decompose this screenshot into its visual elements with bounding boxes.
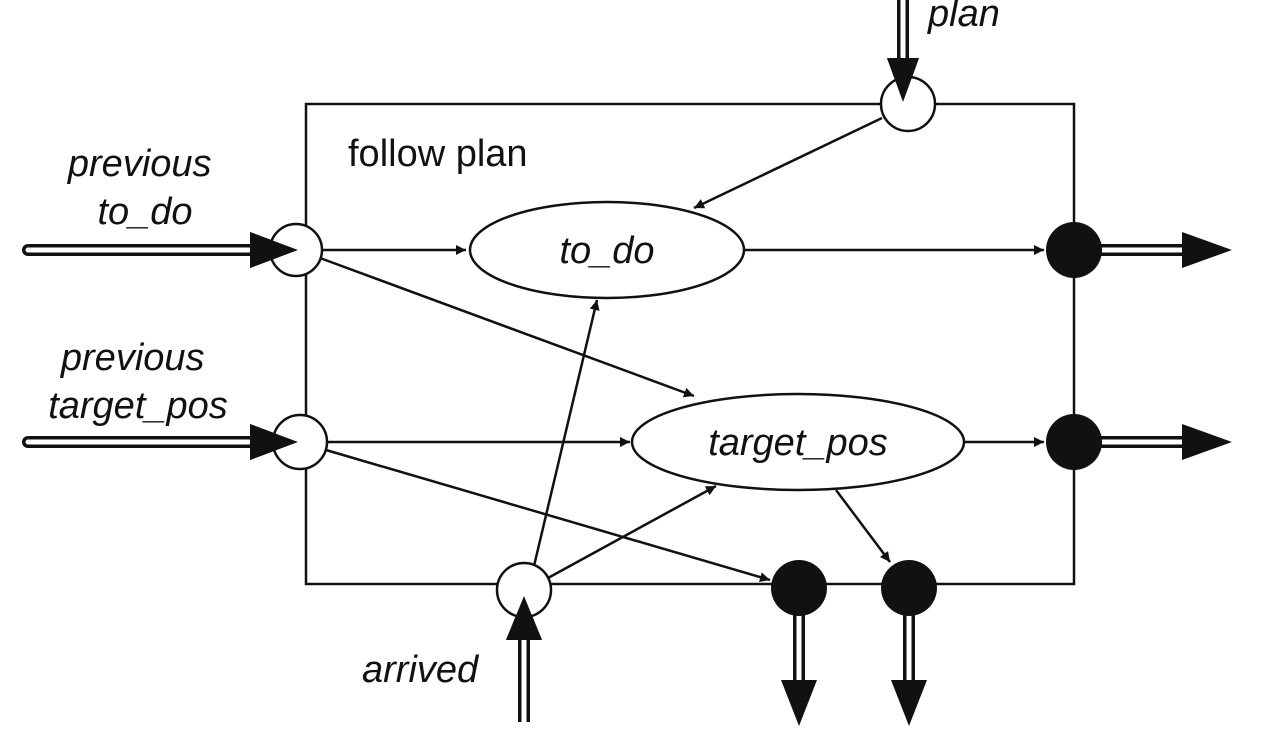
arrived-label: arrived (362, 649, 480, 691)
edge-arrived-to-targetpos (547, 484, 717, 580)
output-port-to-do (1046, 222, 1102, 278)
previous-target-pos-arrowhead (250, 424, 298, 460)
output-port-target-pos (1046, 414, 1102, 470)
previous-to-do-arrowhead (250, 232, 298, 268)
edge-plan-to-todo (693, 116, 883, 210)
edge-targetpos-to-bottom-output (835, 489, 891, 563)
edge-prevtodo-to-targetpos (319, 256, 695, 398)
arrived-arrowhead (506, 596, 542, 640)
previous-to-do-label: previous to_do (67, 143, 222, 233)
box-title: follow plan (348, 133, 528, 175)
output-bottom-left (771, 560, 827, 726)
plan-arrowhead (887, 58, 919, 102)
output-target-pos (1046, 414, 1232, 470)
output-port-bottom-left (771, 560, 827, 616)
node-to-do-label: to_do (559, 230, 654, 272)
output-bottom-right (881, 560, 937, 726)
output-to-do (1046, 222, 1232, 278)
previous-target-pos-label: previous target_pos (48, 337, 228, 427)
edge-prevtarget-to-bottom-output (325, 448, 771, 582)
follow-plan-box (304, 102, 1076, 586)
output-port-bottom-right (881, 560, 937, 616)
node-to-do: to_do (468, 200, 746, 300)
node-target-pos: target_pos (630, 392, 966, 492)
edge-arrived-to-todo (532, 299, 600, 567)
node-target-pos-label: target_pos (708, 422, 888, 464)
plan-label: plan (927, 0, 1000, 35)
